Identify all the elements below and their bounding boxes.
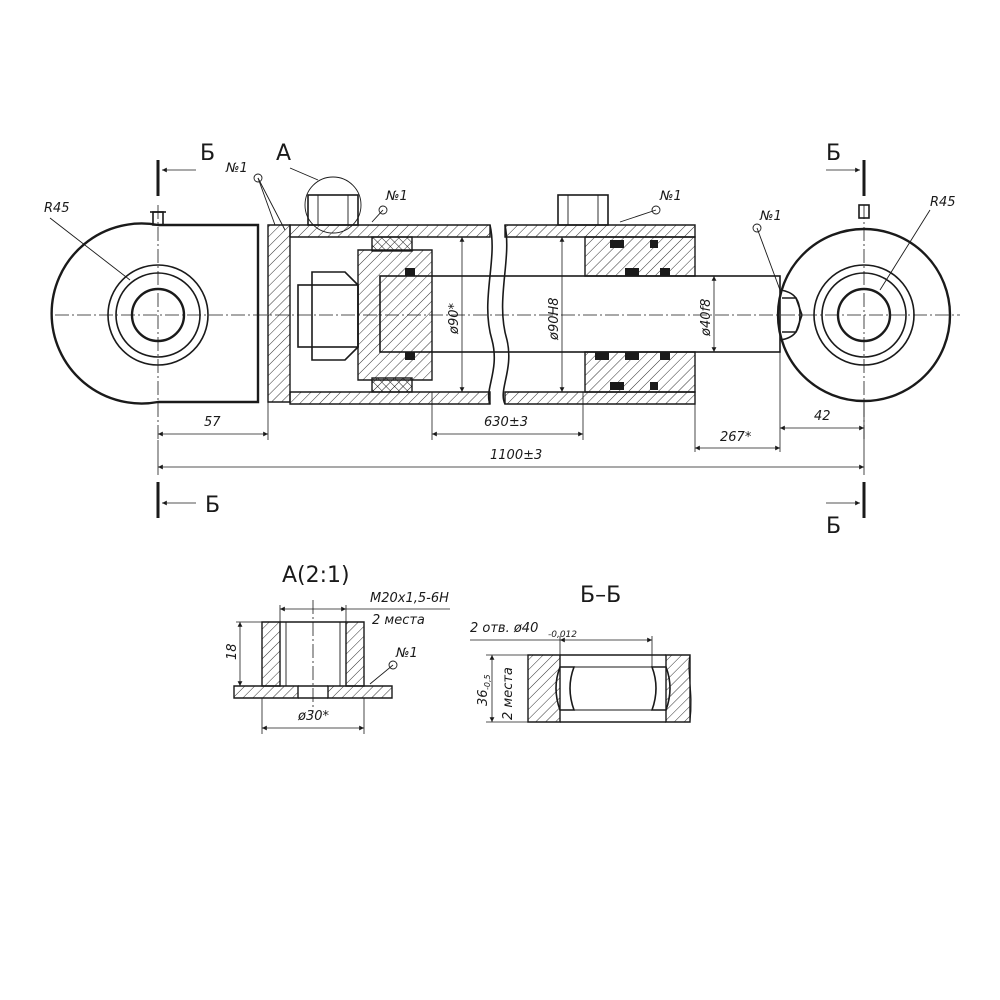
detail-a-marker: [304, 176, 362, 234]
section-label: Б: [826, 141, 841, 166]
section-label: Б: [200, 141, 215, 166]
dim-1100: 1100±3: [490, 448, 542, 463]
cylinder-body: А: [267, 141, 801, 405]
section-label: Б: [205, 493, 220, 518]
dia-40f8-label: ø40f8: [699, 299, 714, 337]
section-bb-width: 36: [476, 689, 491, 706]
detail-a-label: А: [276, 141, 291, 166]
dim-57: 57: [204, 415, 221, 430]
right-radius-label: R45: [930, 195, 956, 210]
left-radius-label: R45: [44, 201, 70, 216]
linear-dims: 57 630±3 42 267* 1100±3: [157, 352, 865, 475]
section-marker-bottom-left: Б: [156, 482, 220, 518]
section-bb-places: 2 места: [501, 667, 516, 720]
detail-a-places: 2 места: [372, 613, 425, 628]
section-marker-bottom-right: Б: [826, 482, 866, 539]
section-bb-view: Б–Б 2 отв. ø40 -0,012 36 -0,5 2 места: [470, 583, 692, 723]
weld-note-leaders: №1 №1 №1 №1: [225, 161, 782, 291]
detail-a-thread: M20x1,5-6H: [370, 591, 449, 606]
diameter-dims: ø90* ø90H8 ø40f8: [447, 237, 717, 392]
section-label: Б: [826, 514, 841, 539]
dim-42: 42: [814, 409, 831, 424]
detail-a-view: А(2:1) M20x1,5-6H 2 места 18 ø30* №1: [225, 563, 450, 734]
detail-a-note: №1: [395, 646, 418, 661]
dim-630: 630±3: [484, 415, 528, 430]
radius-leader: [879, 209, 931, 291]
note-label: №1: [659, 189, 682, 204]
detail-a-height: 18: [225, 643, 240, 660]
note-label: №1: [225, 161, 248, 176]
dia-90h8-label: ø90H8: [547, 297, 562, 341]
dia-90-label: ø90*: [447, 303, 462, 335]
detail-a-title: А(2:1): [282, 563, 350, 588]
section-bb-holes: 2 отв. ø40: [470, 621, 538, 636]
section-marker-top-right: Б: [826, 141, 866, 196]
radius-leader: [49, 217, 131, 281]
note-label: №1: [759, 209, 782, 224]
note-label: №1: [385, 189, 408, 204]
section-marker-top-left: Б: [156, 141, 215, 196]
detail-a-dia: ø30*: [297, 709, 329, 724]
dim-267: 267*: [720, 430, 752, 445]
right-rod-eye: R45: [776, 195, 956, 403]
section-bb-width-tolerance: -0,5: [483, 674, 492, 690]
section-bb-tolerance: -0,012: [548, 630, 577, 640]
section-bb-title: Б–Б: [580, 583, 621, 608]
left-clevis-eye: R45: [44, 201, 260, 405]
